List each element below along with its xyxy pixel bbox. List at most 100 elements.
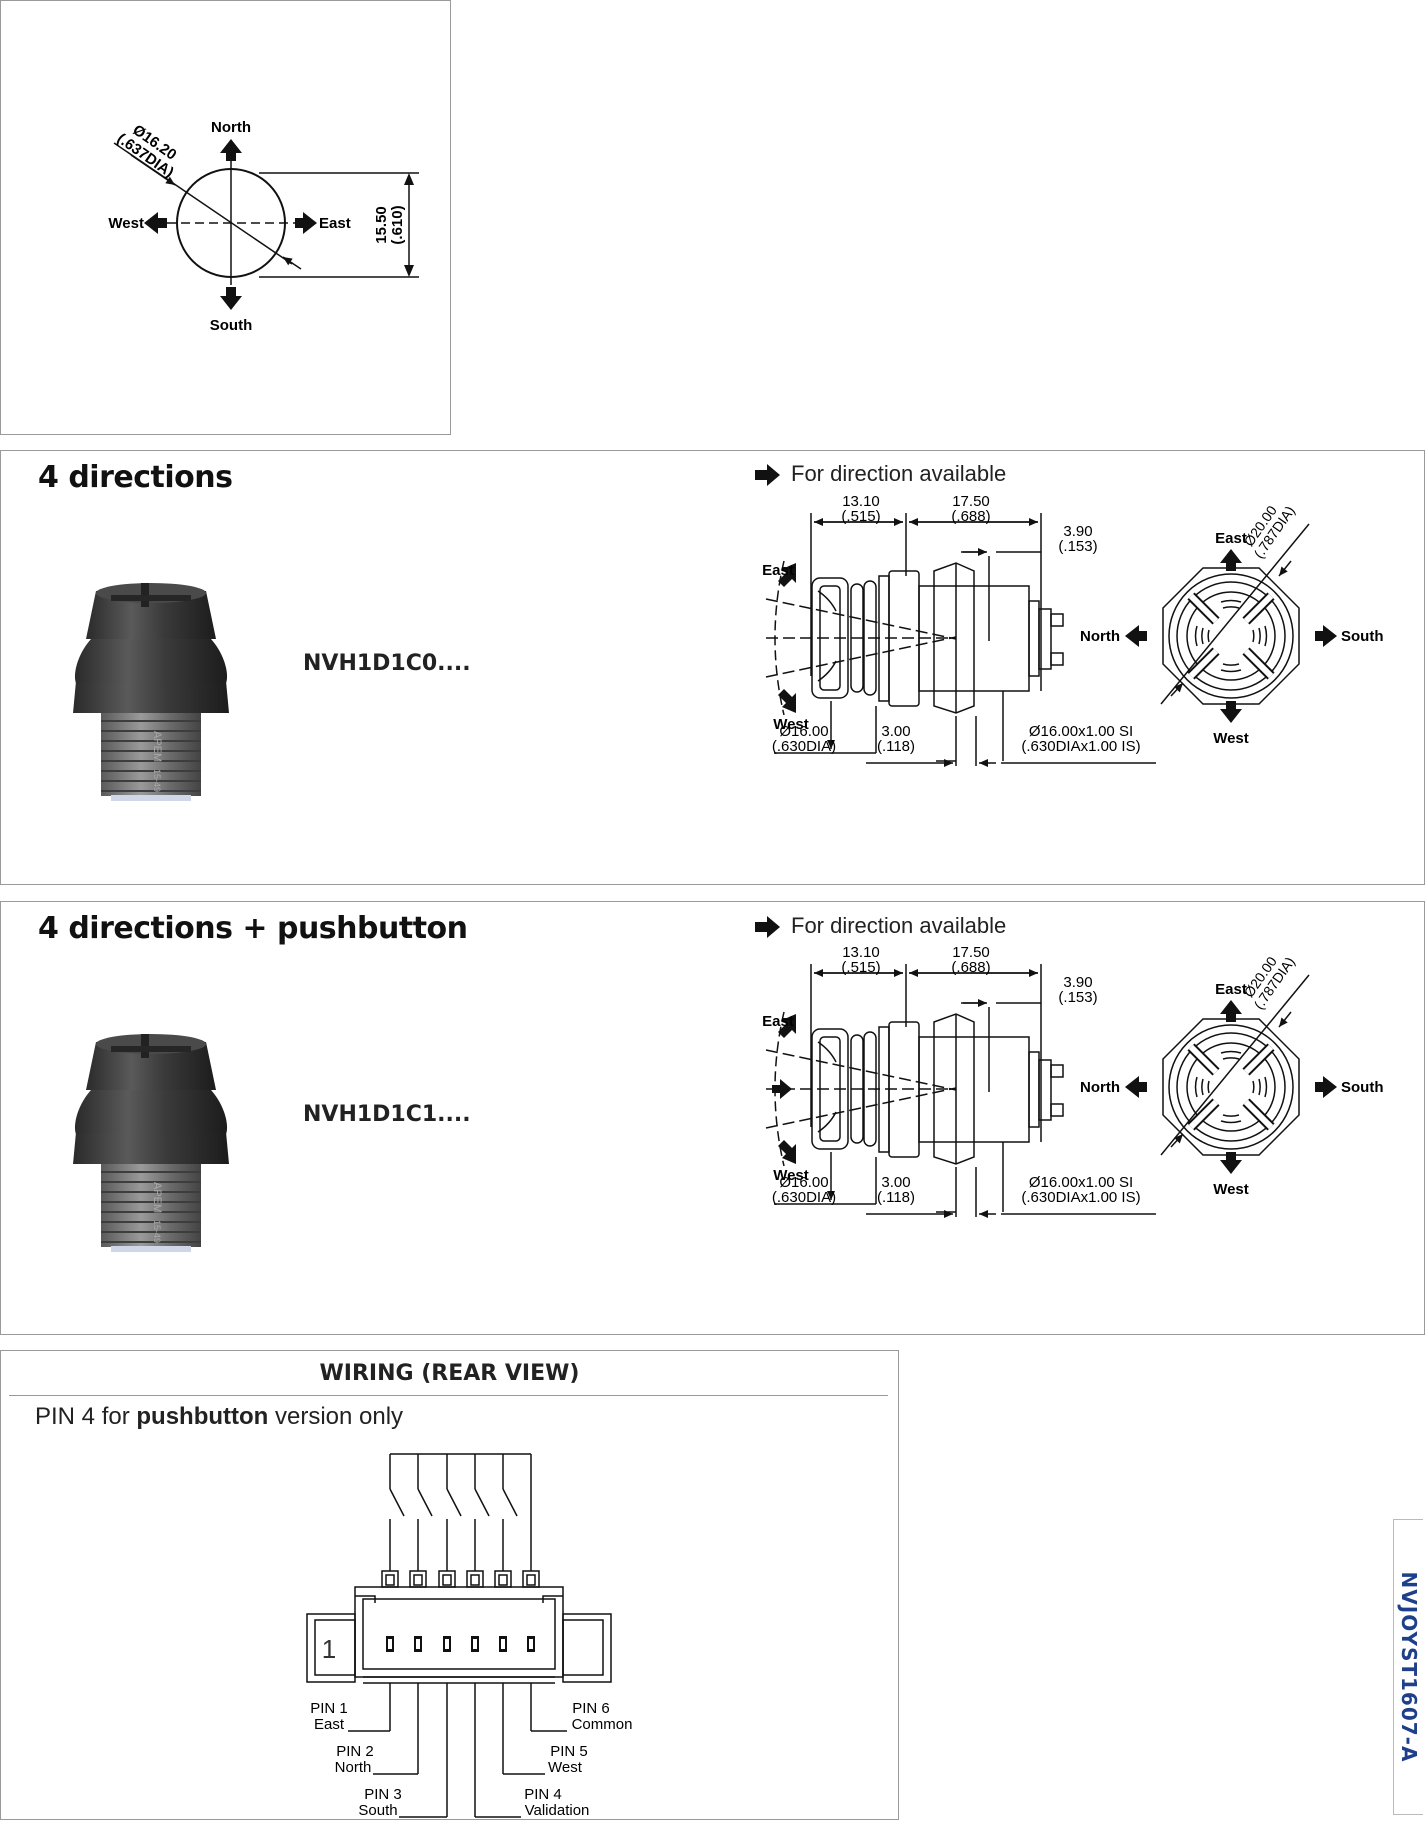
availability-note: For direction available (753, 913, 1006, 939)
model-number: NVH1D1C0.... (303, 651, 471, 676)
east-arrow-icon (778, 563, 796, 587)
dim-16-00-inch: (.630DIA) (772, 1189, 836, 1206)
model-number: NVH1D1C1.... (303, 1102, 471, 1127)
front-label-south: South (1341, 628, 1384, 645)
photo-code: 15-49 (152, 769, 162, 792)
wiring-diagram: 1 PIN 1 East PIN 2 North PIN 3 South PIN… (306, 1453, 633, 1819)
pin-4-label: PIN 4 (524, 1786, 562, 1803)
availability-note: For direction available (753, 461, 1006, 487)
section-title: 4 directions + pushbutton (38, 911, 468, 946)
front-label-east: East (1215, 981, 1247, 998)
east-arrow-icon (778, 1014, 796, 1038)
height-value: 15.50 (373, 206, 390, 244)
height-inch: (.610) (389, 205, 406, 244)
cutout-panel: North South East West Ø16.20 (.637DIA) 1… (0, 0, 451, 435)
front-north-arrow-icon (1125, 1076, 1147, 1098)
document-code: NVJOYST1607-A (1396, 1571, 1421, 1763)
pin-3-name: South (358, 1802, 397, 1819)
pin-1-label: PIN 1 (310, 1700, 348, 1717)
right-arrow-icon (755, 464, 780, 487)
side-label-west: West (773, 716, 809, 733)
front-label-south: South (1341, 1079, 1384, 1096)
dim-3-90: 3.90 (1063, 974, 1092, 991)
label-north: North (211, 119, 251, 136)
pin-6-name: Common (572, 1716, 633, 1733)
side-label-east: East (762, 1013, 794, 1030)
dim-17-50-inch: (.688) (951, 508, 990, 525)
front-west-arrow-icon (1220, 1152, 1242, 1174)
dim-13-10-inch: (.515) (841, 508, 880, 525)
section-4-directions: 4 directions APEM 15-49 NVH1D1C0.... For… (0, 450, 1425, 885)
dimension-drawing: 13.10 (.515) 17.50 (.688) 3.90 (.153) Ø1… (762, 493, 1384, 767)
dim-3-90: 3.90 (1063, 523, 1092, 540)
front-east-arrow-icon (1220, 549, 1242, 571)
dim-13-10-inch: (.515) (841, 959, 880, 976)
dim-3-00-inch: (.118) (877, 1189, 915, 1206)
side-label-west: West (773, 1167, 809, 1184)
dim-3-00: 3.00 (881, 1174, 910, 1191)
dim-thread-inch: (.630DIAx1.00 IS) (1021, 1189, 1140, 1206)
front-west-arrow-icon (1220, 701, 1242, 723)
pin-6-label: PIN 6 (572, 1700, 610, 1717)
dim-17-50: 17.50 (952, 493, 990, 510)
cutout-diagram: North South East West Ø16.20 (.637DIA) 1… (108, 119, 419, 334)
product-photo: APEM 15-49 (73, 1034, 229, 1252)
photo-brand: APEM (151, 731, 163, 762)
pin-one-marker: 1 (322, 1634, 336, 1664)
front-label-west: West (1213, 730, 1249, 747)
dim-13-10: 13.10 (842, 944, 880, 961)
availability-text: For direction available (791, 461, 1007, 486)
pin-5-name: West (548, 1759, 583, 1776)
front-north-arrow-icon (1125, 625, 1147, 647)
product-photo: APEM 15-49 (73, 583, 229, 801)
push-arrow-icon (772, 1079, 792, 1099)
pin-2-label: PIN 2 (336, 1743, 374, 1760)
west-arrow-icon (778, 1140, 796, 1164)
label-south: South (210, 317, 253, 334)
dim-thread: Ø16.00x1.00 SI (1029, 1174, 1133, 1191)
dimension-drawing: 13.10 (.515) 17.50 (.688) 3.90 (.153) Ø1… (762, 944, 1384, 1218)
pin-4-name: Validation (525, 1802, 590, 1819)
pin-5-label: PIN 5 (550, 1743, 588, 1760)
front-label-north: North (1080, 628, 1120, 645)
front-south-arrow-icon (1315, 1076, 1337, 1098)
dim-3-00-inch: (.118) (877, 738, 915, 755)
pin-1-name: East (314, 1716, 345, 1733)
dim-thread: Ø16.00x1.00 SI (1029, 723, 1133, 740)
front-east-arrow-icon (1220, 1000, 1242, 1022)
dim-17-50: 17.50 (952, 944, 990, 961)
photo-code: 15-49 (152, 1220, 162, 1243)
document-code-tab: NVJOYST1607-A (1393, 1519, 1423, 1815)
dim-16-00-inch: (.630DIA) (772, 738, 836, 755)
availability-text: For direction available (791, 913, 1007, 938)
photo-brand: APEM (151, 1182, 163, 1213)
north-arrow-icon (220, 139, 242, 161)
pin-3-label: PIN 3 (364, 1786, 402, 1803)
dim-16-00: Ø16.00 (779, 723, 828, 740)
front-label-west: West (1213, 1181, 1249, 1198)
label-west: West (108, 215, 144, 232)
wiring-note: PIN 4 for pushbutton version only (35, 1403, 404, 1430)
front-label-north: North (1080, 1079, 1120, 1096)
dim-3-90-inch: (.153) (1058, 538, 1097, 555)
dim-thread-inch: (.630DIAx1.00 IS) (1021, 738, 1140, 755)
dim-13-10: 13.10 (842, 493, 880, 510)
west-arrow-icon (778, 689, 796, 713)
wiring-title: WIRING (REAR VIEW) (319, 1361, 580, 1386)
front-south-arrow-icon (1315, 625, 1337, 647)
dim-3-90-inch: (.153) (1058, 989, 1097, 1006)
wiring-panel: WIRING (REAR VIEW) PIN 4 for pushbutton … (0, 1350, 899, 1820)
label-east: East (319, 215, 351, 232)
dim-17-50-inch: (.688) (951, 959, 990, 976)
right-arrow-icon (755, 916, 780, 939)
south-arrow-icon (220, 287, 242, 310)
west-arrow-icon (144, 212, 167, 234)
section-title: 4 directions (38, 460, 233, 495)
dim-16-00: Ø16.00 (779, 1174, 828, 1191)
wiring-divider (9, 1395, 888, 1396)
dim-3-00: 3.00 (881, 723, 910, 740)
section-4-directions-pushbutton: 4 directions + pushbutton APEM 15-49 NVH… (0, 901, 1425, 1335)
pin-2-name: North (335, 1759, 372, 1776)
side-label-east: East (762, 562, 794, 579)
east-arrow-icon (295, 212, 317, 234)
